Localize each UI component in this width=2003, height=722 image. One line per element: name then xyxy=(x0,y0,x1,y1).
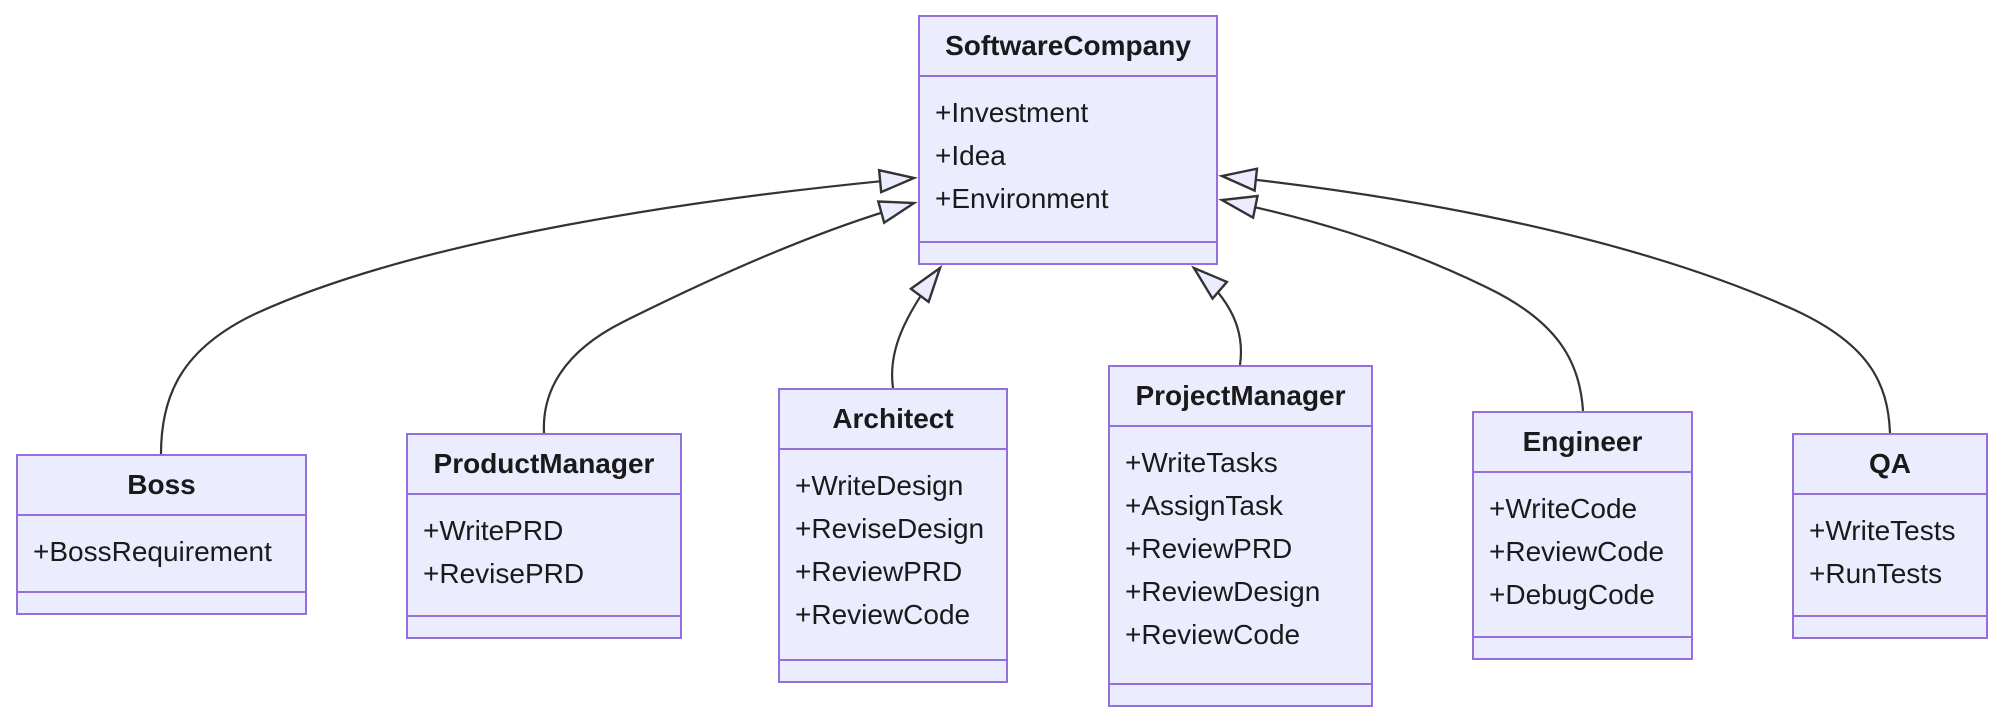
class-attributes-section: +WritePRD +RevisePRD xyxy=(408,495,680,617)
class-attribute: +Investment xyxy=(935,97,1089,128)
class-projectmanager: ProjectManager +WriteTasks +AssignTask +… xyxy=(1108,365,1373,707)
class-methods-section xyxy=(1794,617,1986,637)
class-attribute: +ReviewPRD xyxy=(795,556,963,587)
class-attribute: +WriteCode xyxy=(1489,493,1638,524)
class-attribute: +ReviewPRD xyxy=(1125,533,1293,564)
class-methods-section xyxy=(408,617,680,637)
class-attribute: +RunTests xyxy=(1809,558,1943,589)
class-attribute: +AssignTask xyxy=(1125,490,1283,521)
class-attribute: +ReviewCode xyxy=(1125,619,1301,650)
class-qa: QA +WriteTests +RunTests xyxy=(1792,433,1988,639)
class-attribute: +DebugCode xyxy=(1489,579,1655,610)
class-methods-section xyxy=(1474,638,1691,658)
class-title: ProjectManager xyxy=(1110,367,1371,427)
class-title: Architect xyxy=(780,390,1006,450)
class-attribute: +BossRequirement xyxy=(33,536,272,567)
class-softwarecompany: SoftwareCompany +Investment +Idea +Envir… xyxy=(918,15,1218,265)
class-attribute: +WritePRD xyxy=(423,515,564,546)
class-methods-section xyxy=(1110,685,1371,705)
class-attributes-section: +WriteDesign +ReviseDesign +ReviewPRD +R… xyxy=(780,450,1006,661)
class-attributes-section: +WriteTasks +AssignTask +ReviewPRD +Revi… xyxy=(1110,427,1371,685)
class-productmanager: ProductManager +WritePRD +RevisePRD xyxy=(406,433,682,639)
class-attribute: +Idea xyxy=(935,140,1006,171)
class-attribute: +ReviewDesign xyxy=(1125,576,1321,607)
class-attributes-section: +WriteTests +RunTests xyxy=(1794,495,1986,617)
edge-boss-to-softwarecompany xyxy=(159,168,918,455)
class-title: ProductManager xyxy=(408,435,680,495)
class-attribute: +ReviseDesign xyxy=(795,513,985,544)
class-engineer: Engineer +WriteCode +ReviewCode +DebugCo… xyxy=(1472,411,1693,660)
class-attribute: +ReviewCode xyxy=(795,599,971,630)
class-title: SoftwareCompany xyxy=(920,17,1216,77)
edge-engineer-to-softwarecompany xyxy=(1218,194,1585,412)
class-attribute: +WriteTests xyxy=(1809,515,1956,546)
class-attribute: +WriteDesign xyxy=(795,470,964,501)
class-attribute: +WriteTasks xyxy=(1125,447,1278,478)
class-methods-section xyxy=(18,593,305,613)
class-boss: Boss +BossRequirement xyxy=(16,454,307,615)
class-attributes-section: +WriteCode +ReviewCode +DebugCode xyxy=(1474,473,1691,638)
class-attribute: +Environment xyxy=(935,183,1109,214)
class-title: Boss xyxy=(18,456,305,516)
class-title: QA xyxy=(1794,435,1986,495)
class-attributes-section: +BossRequirement xyxy=(18,516,305,593)
edge-projectmanager-to-softwarecompany xyxy=(1191,265,1242,366)
class-attribute: +RevisePRD xyxy=(423,558,585,589)
class-methods-section xyxy=(920,243,1216,263)
edge-qa-to-softwarecompany xyxy=(1218,167,1892,434)
class-methods-section xyxy=(780,661,1006,681)
class-attributes-section: +Investment +Idea +Environment xyxy=(920,77,1216,243)
class-title: Engineer xyxy=(1474,413,1691,473)
edge-architect-to-softwarecompany xyxy=(891,264,943,389)
edge-productmanager-to-softwarecompany xyxy=(542,200,918,434)
class-attribute: +ReviewCode xyxy=(1489,536,1665,567)
class-architect: Architect +WriteDesign +ReviseDesign +Re… xyxy=(778,388,1008,683)
